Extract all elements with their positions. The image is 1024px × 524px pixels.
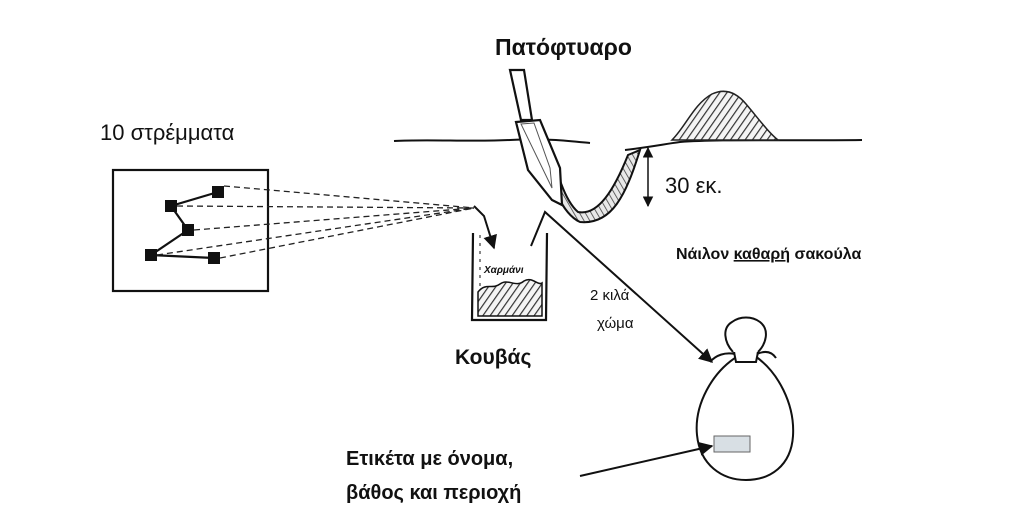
depth-label: 30 εκ. (665, 173, 723, 198)
field-area-label: 10 στρέμματα (100, 120, 235, 145)
soil-amount-line1: 2 κιλά (590, 287, 630, 304)
arrow-to-tag (579, 441, 714, 477)
bag-description: Νάιλον καθαρή σακούλα (676, 246, 861, 263)
sampling-point (165, 200, 177, 212)
soil-amount-line2: χώμα (597, 315, 634, 332)
sampling-point (182, 224, 194, 236)
sampling-point (208, 252, 220, 264)
tag-label-line1: Ετικέτα με όνομα, (346, 448, 513, 470)
bag-label-prefix: Νάιλον (676, 246, 734, 263)
arrow-to-bucket (473, 205, 497, 250)
bag-label-underlined: καθαρή (734, 246, 790, 263)
sample-transfer-lines (156, 185, 475, 259)
field-plot (111, 168, 270, 293)
bag-body (695, 355, 795, 482)
ground-surface (393, 138, 863, 151)
tag-label-line2: βάθος και περιοχή (346, 482, 521, 504)
shovel-icon (508, 68, 564, 207)
bucket-icon (470, 232, 549, 322)
sampling-point (212, 186, 224, 198)
shovel-title: Πατόφτυαρο (495, 34, 632, 60)
sampling-points (145, 186, 224, 264)
bag-label-suffix: σακούλα (790, 246, 861, 263)
soil-pile (670, 90, 781, 141)
bag-top (724, 316, 767, 353)
bag-tag (713, 435, 751, 453)
bucket-title: Κουβάς (455, 346, 531, 369)
bucket-soil-mix (477, 278, 543, 317)
bucket-content-label: Χαρμάνι (483, 265, 524, 276)
sampling-point (145, 249, 157, 261)
arrow-to-bag (530, 210, 714, 363)
bag-tie (709, 350, 777, 363)
bag-icon (695, 316, 795, 482)
